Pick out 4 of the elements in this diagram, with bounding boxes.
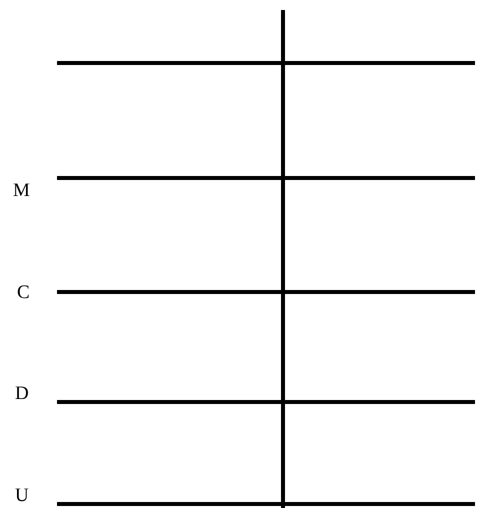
row-label: D [15, 384, 29, 403]
row-label: C [17, 283, 30, 302]
row-label: M [13, 181, 30, 200]
row-label: U [15, 486, 29, 505]
